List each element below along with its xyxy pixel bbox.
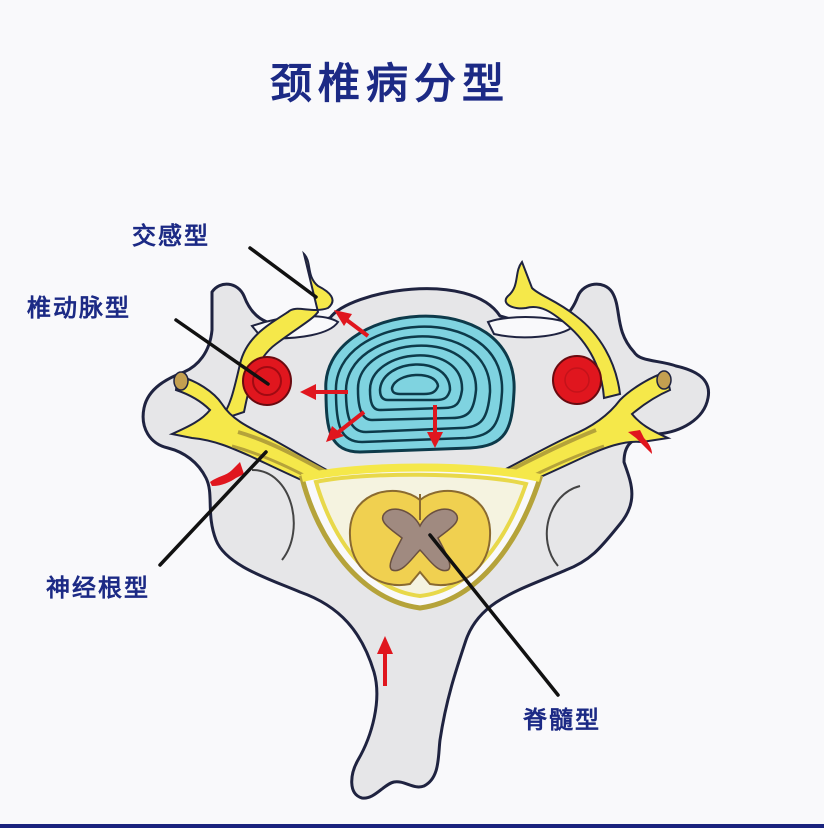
spinal-cord <box>348 489 492 586</box>
compression-arrows <box>210 310 652 686</box>
leader-line-sympathetic <box>248 246 318 299</box>
leader-line-nerve-root <box>158 450 268 567</box>
label-vertebral-artery-type: 椎动脉型 <box>27 294 131 322</box>
vertebral-artery-right <box>552 355 602 405</box>
vertebral-artery-left <box>242 356 292 406</box>
label-sympathetic-type: 交感型 <box>132 222 210 250</box>
leader-line-spinal-cord <box>428 533 560 697</box>
page-title: 颈椎病分型 <box>270 59 511 108</box>
leader-line-vertebral-artery <box>174 318 270 386</box>
intervertebral-disc <box>324 314 516 454</box>
bottom-border-rule <box>0 824 824 828</box>
leader-lines <box>158 246 560 697</box>
label-spinal-cord-type: 脊髓型 <box>523 706 601 734</box>
label-nerve-root-type: 神经根型 <box>46 574 150 602</box>
